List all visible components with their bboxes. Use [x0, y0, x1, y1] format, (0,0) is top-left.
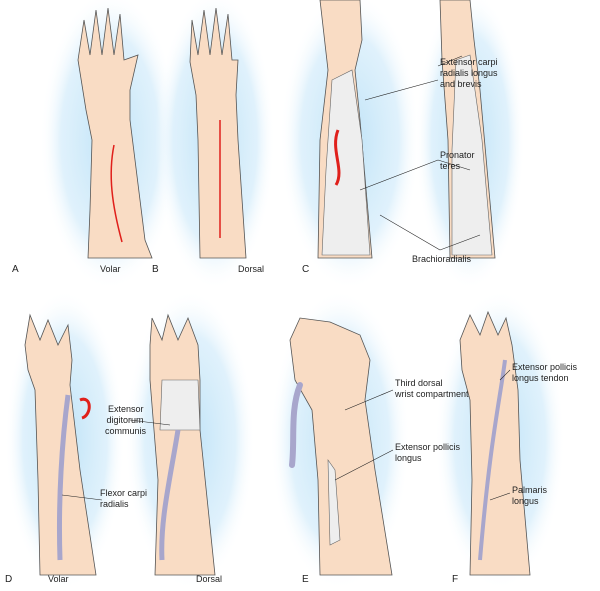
epl-tendon-label: Extensor pollicis longus tendon: [512, 362, 580, 383]
view-label: Volar: [100, 264, 121, 274]
tendon: [478, 359, 507, 561]
view-label: Dorsal: [196, 574, 222, 584]
palmaris-longus-label: Palmaris longus: [512, 485, 550, 506]
panel-letter: A: [12, 264, 19, 275]
panel-letter: E: [302, 574, 309, 585]
panel-d: Extensor digitorum communis Flexor carpi…: [5, 313, 222, 585]
tendon: [159, 429, 181, 561]
pronator-teres-label: Pronator teres: [440, 150, 477, 171]
rotation-arrow-icon: [334, 129, 341, 186]
panel-c: Extensor carpi radialis longus and brevi…: [302, 0, 500, 275]
view-label: Volar: [48, 574, 69, 584]
forearm-dorsal: [189, 7, 247, 259]
tendon: [56, 394, 71, 561]
forearm-dorsal: [289, 317, 393, 576]
forearm-volar: [77, 7, 153, 259]
edc-label: Extensor digitorum communis: [105, 404, 147, 436]
incision-line: [110, 144, 123, 243]
view-label: Dorsal: [238, 264, 264, 274]
muscle-bundle: [159, 379, 201, 431]
muscle-bundle: [321, 69, 371, 256]
brachioradialis-label: Brachioradialis: [412, 254, 472, 264]
ecrl-ecrb-label: Extensor carpi radialis longus and brevi…: [440, 57, 500, 89]
epl-label: Extensor pollicis longus: [395, 442, 463, 463]
panel-letter: C: [302, 264, 309, 275]
muscle-bundle: [451, 54, 493, 256]
muscle-bundle: [327, 459, 341, 546]
panel-letter: F: [452, 574, 458, 585]
panel-letter: D: [5, 574, 12, 585]
forearm-volar: [459, 310, 531, 576]
third-dorsal-compartment-label: Third dorsal wrist compartment: [394, 378, 469, 399]
panel-letter: B: [152, 264, 159, 275]
panel-a: A Volar: [12, 7, 153, 275]
panel-f: Extensor pollicis longus tendon Palmaris…: [452, 310, 580, 585]
rotation-arrow-icon: [79, 397, 91, 420]
panel-b: B Dorsal: [152, 7, 264, 275]
panel-e: Third dorsal wrist compartment Extensor …: [289, 317, 469, 585]
fcr-label: Flexor carpi radialis: [100, 488, 150, 509]
tendon: [289, 382, 303, 468]
